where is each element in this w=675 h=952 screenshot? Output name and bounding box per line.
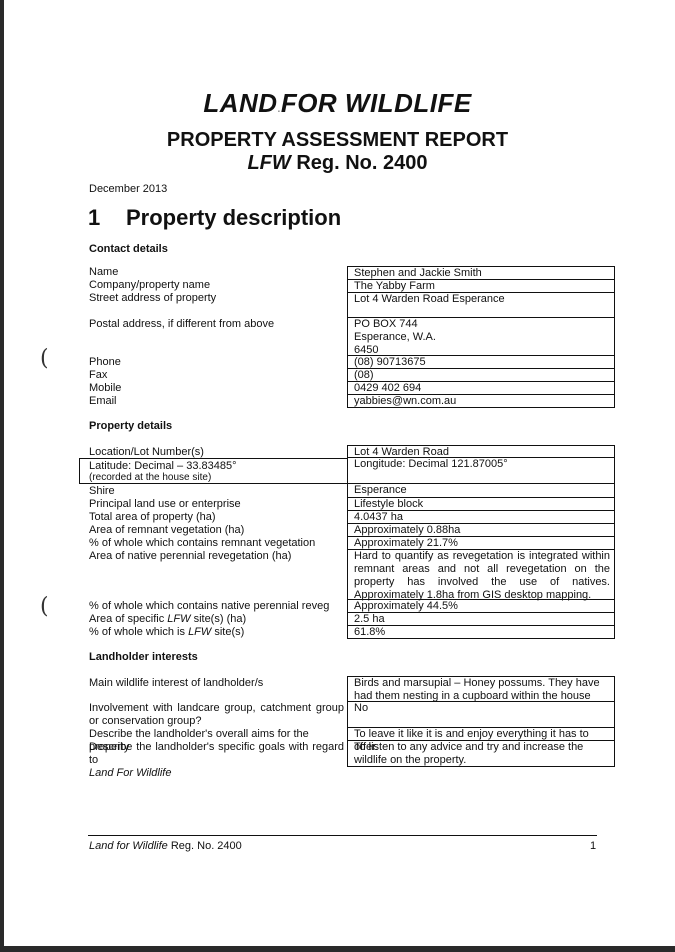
landholder-interests-heading: Landholder interests	[89, 651, 198, 663]
lfw-percent-value: 61.8%	[347, 626, 615, 639]
name-value: Stephen and Jackie Smith	[347, 266, 615, 280]
postal-address-value: PO BOX 744 Esperance, W.A. 6450	[347, 318, 615, 356]
landcare-involvement-value: No	[347, 702, 615, 728]
report-subtitle: PROPERTY ASSESSMENT REPORT	[166, 129, 509, 151]
scan-edge-bottom	[0, 946, 675, 952]
wildlife-interest-label: Main wildlife interest of landholder/s	[89, 677, 264, 689]
location-value: Lot 4 Warden Road	[347, 445, 615, 458]
land-use-label: Principal land use or enterprise	[89, 498, 241, 510]
shire-value: Esperance	[347, 484, 615, 498]
email-value: yabbies@wn.com.au	[347, 395, 615, 408]
remnant-percent-value: Approximately 21.7%	[347, 537, 615, 550]
report-date: December 2013	[89, 183, 168, 195]
street-address-label: Street address of property	[89, 292, 217, 304]
footer-rule	[88, 835, 597, 836]
shire-label: Shire	[89, 485, 115, 497]
landcare-involvement-label: Involvement with landcare group, catchme…	[89, 702, 344, 727]
page-number: 1	[590, 840, 597, 852]
wildlife-interest-value: Birds and marsupial – Honey possums. The…	[347, 676, 615, 702]
fax-value: (08)	[347, 369, 615, 382]
land-use-value: Lifestyle block	[347, 498, 615, 511]
property-details-heading: Property details	[89, 420, 173, 432]
postal-line-1: PO BOX 744	[354, 318, 418, 330]
mobile-label: Mobile	[89, 382, 122, 394]
name-label: Name	[89, 266, 119, 278]
postal-line-3: 6450	[354, 344, 379, 356]
scan-edge-left	[0, 0, 4, 952]
total-area-value: 4.0437 ha	[347, 511, 615, 524]
footer-text: Land for Wildlife Reg. No. 2400	[89, 840, 242, 852]
scan-mark-1: (	[40, 346, 49, 371]
lfw-area-label: Area of specific LFW site(s) (ha)	[89, 613, 247, 625]
revegetation-area-label: Area of native perennial revegetation (h…	[89, 550, 292, 562]
registration-number: LFW Reg. No. 2400	[247, 152, 428, 174]
postal-address-label: Postal address, if different from above	[89, 318, 275, 330]
phone-value: (08) 90713675	[347, 356, 615, 369]
scan-mark-2: (	[40, 594, 49, 619]
revegetation-area-value: Hard to quantify as revegetation is inte…	[347, 550, 615, 601]
revegetation-percent-value: Approximately 44.5%	[347, 600, 615, 613]
overall-aims-label: Describe the landholder's overall aims f…	[89, 728, 309, 753]
specific-goals-label: Describe the landholder's specific goals…	[89, 741, 344, 779]
remnant-percent-label: % of whole which contains remnant vegeta…	[89, 537, 316, 549]
contact-details-heading: Contact details	[89, 243, 168, 255]
remnant-area-label: Area of remnant vegetation (ha)	[89, 524, 245, 536]
latitude-note: (recorded at the house site)	[89, 472, 212, 483]
email-label: Email	[89, 395, 117, 407]
company-label: Company/property name	[89, 279, 211, 291]
document-title: LAND.FOR WILDLIFE	[203, 88, 472, 118]
specific-goals-value: To listen to any advice and try and incr…	[347, 741, 615, 767]
company-value: The Yabby Farm	[347, 280, 615, 293]
lfw-percent-label: % of whole which is LFW site(s)	[89, 626, 245, 638]
latitude-box: Latitude: Decimal – 33.83485° (recorded …	[79, 458, 348, 484]
remnant-area-value: Approximately 0.88ha	[347, 524, 615, 537]
latitude-value: Latitude: Decimal – 33.83485°	[89, 460, 237, 472]
street-address-value: Lot 4 Warden Road Esperance	[347, 293, 615, 318]
phone-label: Phone	[89, 356, 121, 368]
lfw-area-value: 2.5 ha	[347, 613, 615, 626]
postal-line-2: Esperance, W.A.	[354, 331, 436, 343]
mobile-value: 0429 402 694	[347, 382, 615, 395]
fax-label: Fax	[89, 369, 108, 381]
longitude-value: Longitude: Decimal 121.87005°	[347, 458, 615, 484]
location-label: Location/Lot Number(s)	[89, 446, 204, 458]
overall-aims-value: To leave it like it is and enjoy everyth…	[347, 728, 615, 753]
total-area-label: Total area of property (ha)	[89, 511, 216, 523]
revegetation-percent-label: % of whole which contains native perenni…	[89, 600, 330, 612]
